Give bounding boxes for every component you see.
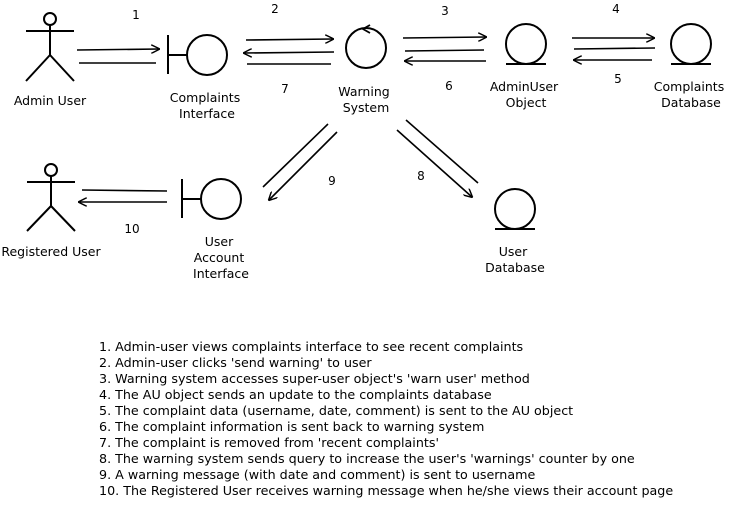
step-item: 6. The complaint information is sent bac…	[99, 419, 485, 434]
message-number-4: 4	[612, 2, 620, 16]
step-item: 9. A warning message (with date and comm…	[99, 467, 536, 482]
step-item: 3. Warning system accesses super-user ob…	[99, 371, 530, 386]
message-2-arrow	[245, 39, 333, 40]
link-registereduser-account-line	[81, 189, 168, 192]
admin-user-actor-icon	[25, 12, 75, 82]
step-item: 2. Admin-user clicks 'send warning' to u…	[99, 355, 372, 370]
message-7-arrow	[244, 52, 335, 53]
complaints-database-label: Complaints Database	[654, 79, 728, 110]
adminuser-object-entity-icon	[505, 23, 547, 65]
message-number-1: 1	[132, 8, 140, 22]
message-number-7: 7	[281, 82, 289, 96]
collaboration-diagram: Admin User Complaints Interface Warning …	[1, 2, 728, 281]
message-number-6: 6	[445, 79, 453, 93]
step-item: 1. Admin-user views complaints interface…	[99, 339, 524, 354]
registered-user-actor-icon	[26, 163, 76, 232]
message-number-10: 10	[124, 222, 139, 236]
step-item: 5. The complaint data (username, date, c…	[99, 403, 574, 418]
user-account-interface-boundary-icon	[181, 178, 242, 220]
complaints-interface-boundary-icon	[167, 34, 228, 76]
admin-user-label: Admin User	[14, 93, 87, 108]
warning-system-control-icon	[345, 24, 387, 69]
link-adminobject-database-line	[573, 47, 656, 50]
link-warning-userdatabase-line	[405, 119, 479, 184]
links	[76, 37, 656, 202]
adminuser-object-label: AdminUser Object	[490, 79, 562, 110]
message-number-8: 8	[417, 169, 425, 183]
message-9-arrow	[269, 131, 338, 200]
step-item: 4. The AU object sends an update to the …	[99, 387, 492, 402]
step-item: 10. The Registered User receives warning…	[99, 483, 674, 498]
step-item: 8. The warning system sends query to inc…	[99, 451, 635, 466]
message-number-2: 2	[271, 2, 279, 16]
link-warning-useraccount-line	[262, 123, 329, 188]
user-database-label: User Database	[485, 244, 545, 275]
message-number-9: 9	[328, 174, 336, 188]
warning-system-label: Warning System	[338, 84, 393, 115]
complaints-interface-label: Complaints Interface	[170, 90, 244, 121]
link-warning-adminobject-line	[404, 49, 485, 52]
user-account-interface-label: User Account Interface	[193, 234, 249, 281]
step-list: 1. Admin-user views complaints interface…	[99, 339, 673, 499]
message-number-5: 5	[614, 72, 622, 86]
message-1-arrow	[76, 49, 159, 50]
complaints-database-entity-icon	[670, 23, 712, 65]
step-item: 7. The complaint is removed from 'recent…	[99, 435, 439, 450]
message-3-arrow	[402, 37, 486, 38]
registered-user-label: Registered User	[1, 244, 101, 259]
message-number-3: 3	[441, 4, 449, 18]
user-database-entity-icon	[494, 188, 536, 230]
message-8-arrow	[396, 129, 472, 197]
